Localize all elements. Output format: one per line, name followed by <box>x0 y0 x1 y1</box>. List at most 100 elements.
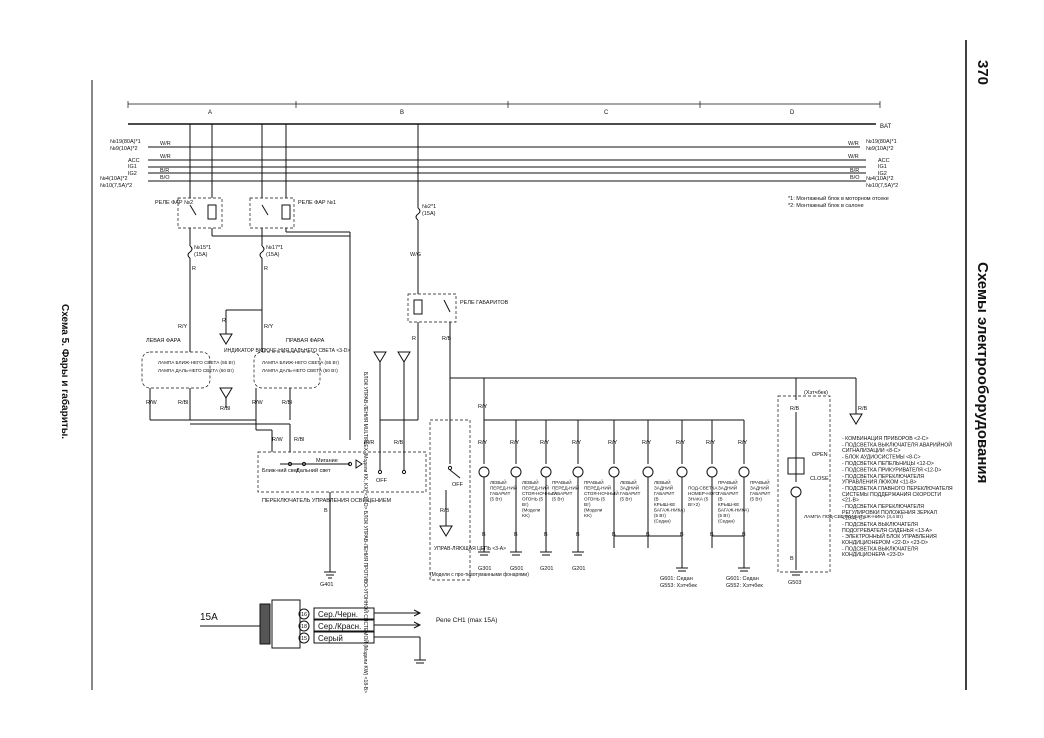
svg-text:R/Y: R/Y <box>608 440 618 446</box>
svg-text:OFF: OFF <box>452 482 464 488</box>
svg-text:R/W: R/W <box>252 400 264 406</box>
fuse-15: №15*1 (15A) <box>187 245 211 259</box>
svg-text:(15A): (15A) <box>422 211 436 217</box>
svg-text:B: B <box>790 556 794 562</box>
connector: 15A 16 18 15 Сер./Черн. Сер./Красн. Серы… <box>200 599 497 664</box>
svg-text:W/G: W/G <box>410 252 421 258</box>
svg-text:R/Y: R/Y <box>478 404 488 410</box>
lamp-symbol <box>572 466 584 478</box>
fuse4-right: №4(10A)*2 <box>866 176 894 182</box>
fuse10-right: №10(7,5A)*2 <box>866 183 898 189</box>
svg-text:(15A): (15A) <box>266 252 280 258</box>
lighting-switch-box <box>257 451 427 493</box>
switch-high: Дальний свет <box>296 467 331 474</box>
svg-text:15: 15 <box>301 636 307 642</box>
wire-r-1: R <box>192 266 196 272</box>
svg-text:B: B <box>612 532 616 538</box>
svg-text:B: B <box>710 532 714 538</box>
fuse9-left: №9(10A)*2 <box>110 146 138 152</box>
parking-relay-label: РЕЛЕ ГАБАРИТОВ <box>460 300 509 306</box>
connector-wire-1: Сер./Черн. <box>318 610 358 619</box>
ig2-right: IG2 <box>878 171 887 177</box>
trunk-box <box>777 395 831 573</box>
trunk-close: CLOSE <box>810 476 829 482</box>
indicator-label: ИНДИКАТОР ВКЛЮЧЕ-НИЯ ДАЛЬНЕГО СВЕТА <3-D… <box>224 348 350 354</box>
control-note: (Модели с про-тивотуманными фонарями) <box>430 572 529 578</box>
svg-text:R/Bl: R/Bl <box>220 406 230 412</box>
br-left: B/R <box>160 168 169 174</box>
column-d: D <box>790 110 795 116</box>
svg-text:R/Y: R/Y <box>572 440 582 446</box>
left-headlight-box <box>141 351 211 389</box>
column-a: A <box>208 110 212 116</box>
lamp-symbol <box>478 466 490 478</box>
parking-relay: РЕЛЕ ГАБАРИТОВ <box>407 293 509 323</box>
wire-ry-1: R/Y <box>178 324 188 330</box>
lamp-symbol <box>540 466 552 478</box>
switch-low: Ближ-ний свет <box>262 467 300 474</box>
svg-text:R/W: R/W <box>272 437 284 443</box>
relay1-label: РЕЛЕ ФАР №1 <box>298 200 336 206</box>
svg-text:Bl/R: Bl/R <box>364 440 374 446</box>
wr-left-2: W/R <box>160 154 171 160</box>
fuse19-right: №19(80A)*1 <box>866 139 897 145</box>
lamp-symbol <box>510 466 522 478</box>
svg-text:B: B <box>482 532 486 538</box>
reference-item: - БЛОК АУДИОСИСТЕМЫ <8-C> <box>842 455 921 461</box>
svg-text:R/Bl: R/Bl <box>294 437 304 443</box>
ground-g301: G301 <box>478 566 491 572</box>
ground-g552: G552: Хэтчбек <box>726 583 763 589</box>
svg-text:№2*1: №2*1 <box>422 204 436 210</box>
svg-text:R/Y: R/Y <box>540 440 550 446</box>
ground-g601b: G601: Седан <box>726 576 759 582</box>
indicator-symbol <box>219 333 233 345</box>
svg-text:№15*1: №15*1 <box>194 245 211 251</box>
wire-r-2: R <box>264 266 268 272</box>
svg-text:R/B: R/B <box>858 406 868 412</box>
reference-list: - КОМБИНАЦИЯ ПРИБОРОВ <2-C>- ПОДСВЕТКА В… <box>842 436 953 558</box>
fuse10-left: №10(7,5A)*2 <box>100 183 132 189</box>
svg-text:R/B: R/B <box>790 406 800 412</box>
br-right: B/R <box>850 168 859 174</box>
multiplex-label: БЛОК УПРАВ-ЛЕНИЯ MULTIPLEX (Модели KK, K… <box>362 372 370 693</box>
wr-right: W/R <box>848 141 859 147</box>
right-headlight-title: ПРАВАЯ ФАРА <box>286 338 325 344</box>
reference-item: - ПОДСВЕТКА ПЕПЕЛЬНИЦЫ <12-D> <box>842 461 934 467</box>
svg-text:R: R <box>412 336 416 342</box>
svg-text:R/Y: R/Y <box>478 440 488 446</box>
relay2-label: РЕЛЕ ФАР №2 <box>155 200 193 206</box>
svg-text:B: B <box>646 532 650 538</box>
note-1: *1: Монтажный блок в моторном отсеке <box>788 195 889 202</box>
left-low-beam: ЛАМПА БЛИЖ-НЕГО СВЕТА (55 Вт) <box>158 360 235 365</box>
svg-text:R/Y: R/Y <box>738 440 748 446</box>
figure-caption: Схема 5. Фары и габариты. <box>59 304 71 439</box>
fuse4-left: №4(10A)*2 <box>100 176 128 182</box>
ground-g201a: G201 <box>540 566 553 572</box>
svg-text:B: B <box>544 532 548 538</box>
svg-text:B: B <box>324 508 328 514</box>
svg-text:R/Y: R/Y <box>706 440 716 446</box>
right-high-beam: ЛАМПА ДАЛЬ-НЕГО СВЕТА (60 Вт) <box>262 368 338 373</box>
bat-label: BAT <box>880 124 892 130</box>
lamp-symbol <box>706 466 718 478</box>
fuse9-right: №9(10A)*2 <box>866 146 894 152</box>
ig1-right: IG1 <box>878 164 887 170</box>
trunk-lamp-symbol <box>790 486 802 498</box>
connector-wire-2: Сер./Красн. <box>318 622 361 631</box>
